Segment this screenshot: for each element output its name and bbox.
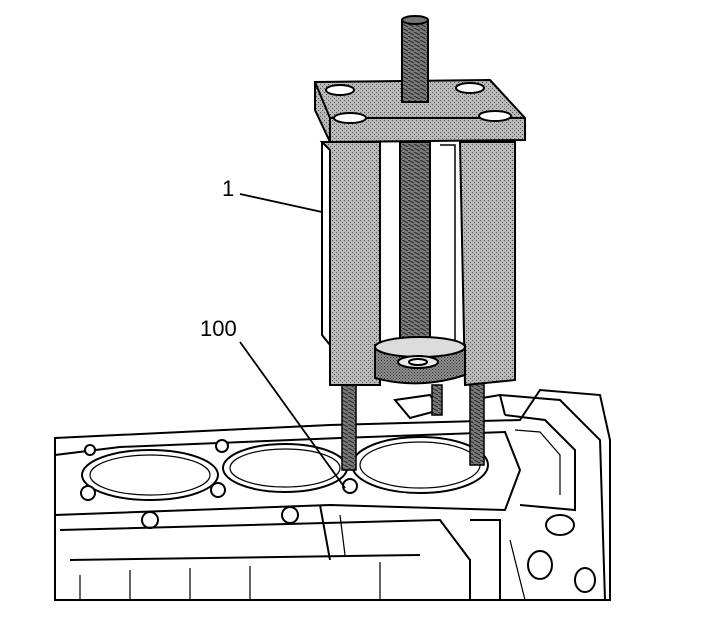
leader-lines	[239, 193, 346, 489]
tool-studs	[341, 379, 485, 471]
callout-label-1: 1	[222, 176, 235, 201]
tool-top-plate	[314, 78, 526, 144]
tool-leg-left	[319, 141, 381, 386]
cylinder-bore-2	[222, 443, 348, 493]
leader-line-100	[239, 341, 346, 489]
tool-center-screw	[401, 19, 429, 103]
tool-leg-right	[458, 141, 516, 387]
cylinder-bore-3	[351, 436, 489, 494]
callout-label-100: 100	[200, 316, 237, 341]
liner-puller-tool	[314, 15, 526, 387]
engine-block	[54, 388, 611, 601]
leader-line-1	[239, 193, 323, 213]
cylinder-bore-1	[81, 449, 219, 501]
